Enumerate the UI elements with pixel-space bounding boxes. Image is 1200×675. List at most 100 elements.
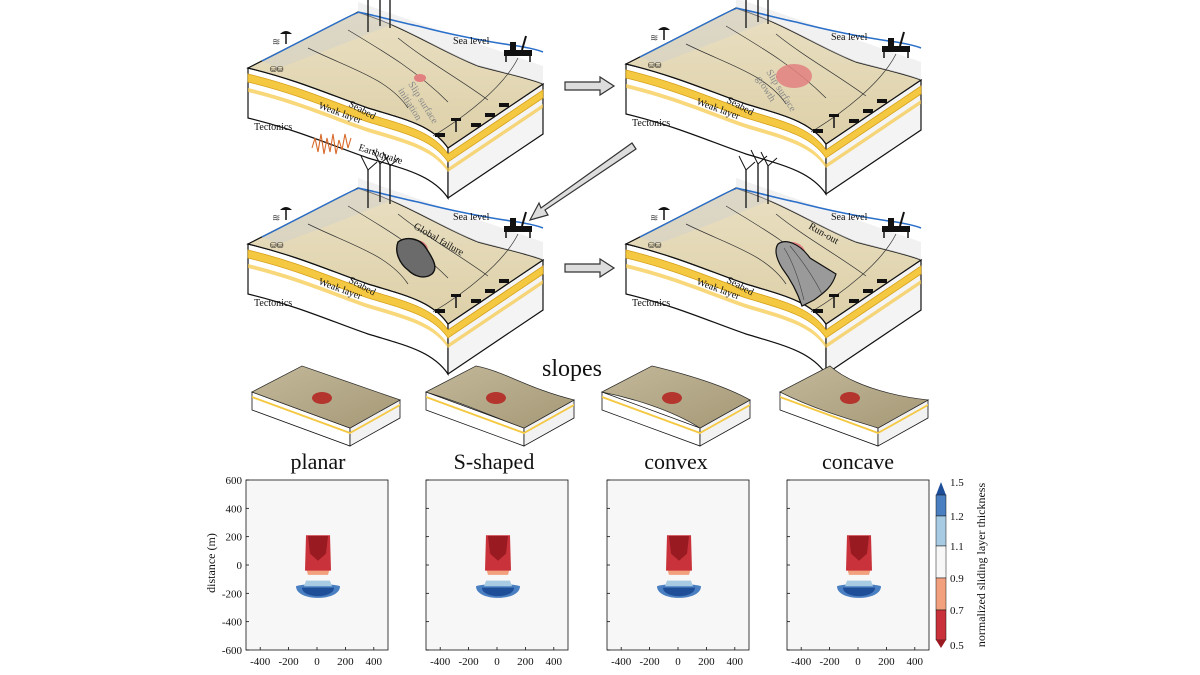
- transition-light-blue: [304, 580, 332, 587]
- colorbar-tick-label: 1.1: [950, 541, 964, 553]
- icon-slip-patch: [486, 392, 506, 404]
- sea-level-label: Sea level: [453, 212, 490, 223]
- seabed-surface: [246, 11, 545, 149]
- fish-icon: [435, 309, 445, 313]
- icon-slip-patch: [840, 392, 860, 404]
- pipeline-icon: [863, 289, 873, 293]
- fish-icon: [435, 133, 445, 137]
- slope-label-concave: concave: [822, 449, 894, 474]
- x-tick-label: 200: [517, 656, 534, 668]
- colorbar-tick-label: 0.9: [950, 573, 964, 585]
- icon-slip-patch: [662, 392, 682, 404]
- contour-line: [775, 213, 867, 277]
- y-tick-label: -400: [222, 617, 243, 629]
- x-tick-label: 400: [907, 656, 924, 668]
- contour-line: [347, 29, 449, 103]
- runout-mass: [775, 241, 837, 307]
- shallow-zone: [262, 188, 398, 244]
- lower-layer-band: [248, 88, 543, 172]
- y-tick-label: -200: [222, 588, 243, 600]
- x-tick-label: -200: [820, 656, 841, 668]
- buildings-icon: ⛁⛁: [648, 241, 662, 250]
- x-tick-label: -400: [611, 656, 632, 668]
- sea-level-label: Sea level: [831, 32, 868, 43]
- seabed-surface: [624, 7, 923, 145]
- colorbar: 1.51.21.10.90.70.5: [935, 477, 964, 652]
- contour-line: [685, 43, 787, 105]
- y-tick-label: -600: [222, 645, 243, 657]
- slope-icon-planar: [251, 365, 401, 447]
- colorbar-tick-label: 0.7: [950, 605, 964, 617]
- contour-line: [397, 213, 489, 277]
- transition-light-blue: [484, 580, 512, 587]
- cable-line: [432, 57, 519, 137]
- depletion-core: [308, 535, 328, 561]
- x-tick-label: 400: [727, 656, 744, 668]
- x-tick-label: -200: [640, 656, 661, 668]
- buildings-icon: ⛁⛁: [648, 61, 662, 70]
- coastline: [639, 7, 739, 58]
- slope-icons: [251, 365, 930, 447]
- fish-icon: [813, 309, 823, 313]
- depletion-core: [488, 535, 508, 561]
- x-tick-label: 0: [855, 656, 861, 668]
- transition-light-blue: [665, 580, 693, 587]
- x-tick-label: 0: [314, 656, 320, 668]
- y-tick-label: 0: [237, 560, 243, 572]
- contour-line: [307, 47, 409, 109]
- waves-icon: ≋: [272, 37, 280, 48]
- arrow-diagonal: [528, 142, 637, 221]
- contour-line: [775, 33, 867, 97]
- palm-tree-icon: [657, 206, 671, 221]
- x-tick-label: 0: [675, 656, 681, 668]
- colorbar-bin: [935, 515, 947, 547]
- thickness-map-convex: -400 -200 0 200 400: [606, 479, 750, 668]
- waves-icon: ≋: [650, 213, 658, 224]
- buildings-icon: ⛁⛁: [270, 241, 284, 250]
- x-tick-label: -400: [430, 656, 451, 668]
- seabed-surface: [624, 187, 923, 325]
- arrow-right-top: [564, 75, 616, 97]
- y-tick-label: 600: [226, 475, 243, 487]
- colorbar-tick-label: 0.5: [950, 640, 964, 652]
- colorbar-bin: [935, 545, 947, 579]
- contour-line: [307, 223, 409, 285]
- contour-line: [685, 223, 787, 285]
- weak-layer-band: [247, 73, 544, 163]
- fish-icon: [813, 129, 823, 133]
- runout-streak: [789, 245, 823, 295]
- weak-layer-band: [625, 69, 922, 159]
- deposit-core: [843, 587, 875, 597]
- cable-line: [432, 233, 519, 313]
- pipeline-icon: [877, 279, 887, 283]
- x-tick-label: 200: [337, 656, 354, 668]
- pipeline-icon: [485, 113, 495, 117]
- x-tick-label: 200: [698, 656, 715, 668]
- shallow-zone: [262, 12, 398, 68]
- lower-layer-band: [248, 264, 543, 348]
- slope-label-planar: planar: [291, 449, 347, 474]
- x-tick-label: -400: [791, 656, 812, 668]
- pipeline-icon: [499, 103, 509, 107]
- colorbar-tick-label: 1.5: [950, 477, 964, 489]
- pipeline-icon: [499, 279, 509, 283]
- palm-tree-icon: [279, 30, 293, 45]
- depletion-core: [849, 535, 869, 561]
- cable-line: [810, 233, 897, 313]
- deposit-core: [482, 587, 514, 597]
- seabed-surface: [246, 187, 545, 325]
- slope-icon-s-shaped: [424, 365, 576, 447]
- pipeline-icon: [849, 119, 859, 123]
- slope-icon-concave: [779, 365, 930, 447]
- x-tick-label: -400: [250, 656, 271, 668]
- colorbar-label: normalized sliding layer thickness: [974, 483, 988, 648]
- pipeline-icon: [471, 123, 481, 127]
- colorbar-bottom-arrow: [936, 640, 946, 648]
- arrow-right-bottom: [564, 257, 616, 279]
